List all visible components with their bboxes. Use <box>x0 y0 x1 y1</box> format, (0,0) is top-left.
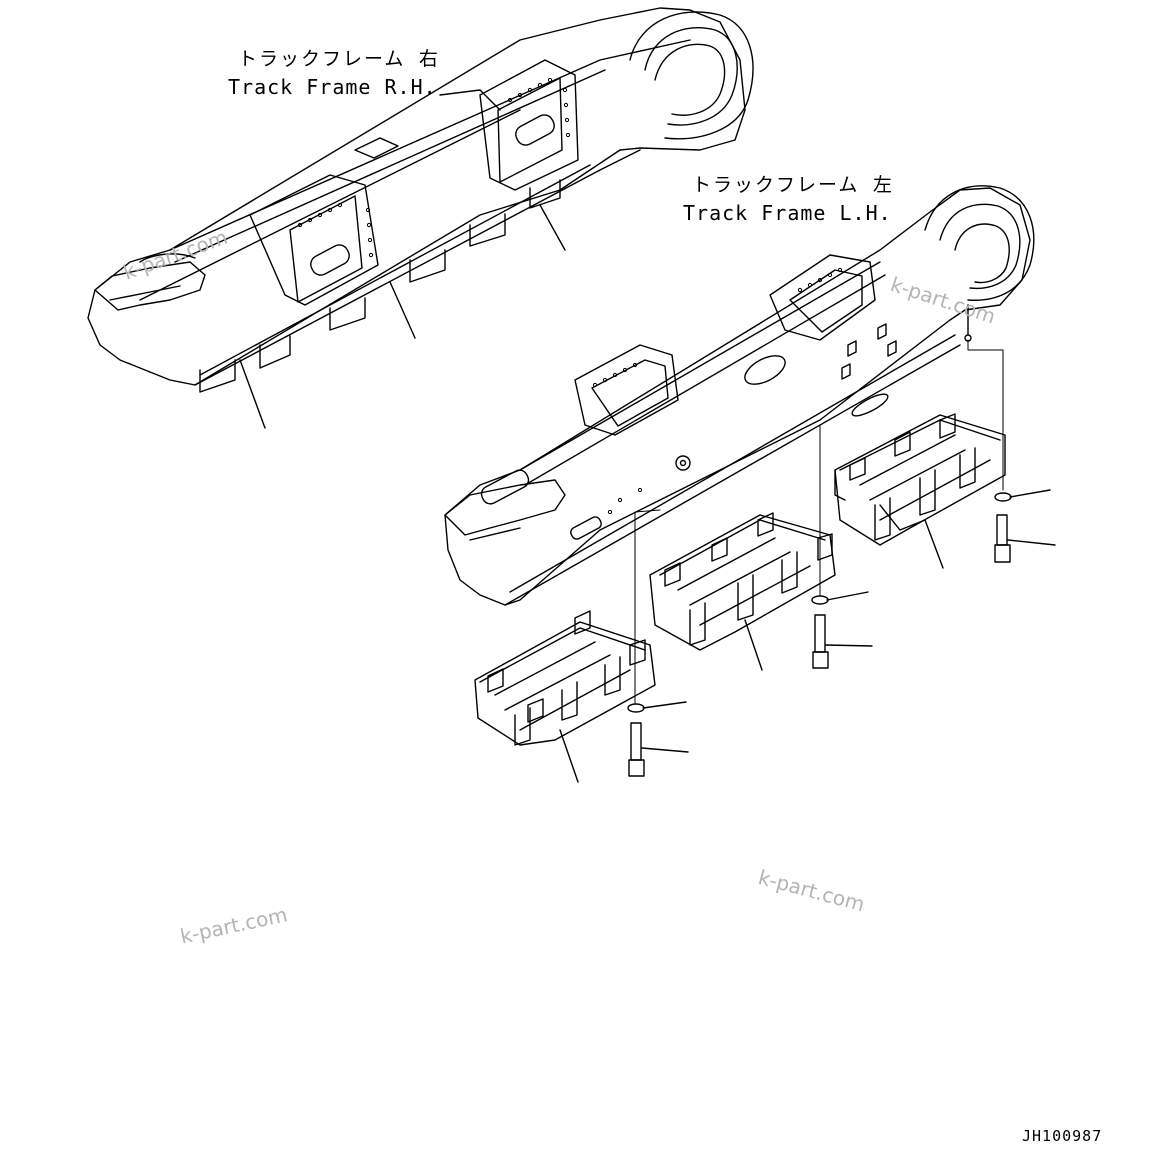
left-frame-label-jp: トラックフレーム 左 <box>692 174 894 196</box>
track-frame-lh <box>444 185 1035 606</box>
track-guard-rear <box>834 413 1006 569</box>
bolt-set-rear <box>967 339 1056 563</box>
track-frame-rh <box>87 7 754 429</box>
bolt-set-middle <box>811 424 873 669</box>
right-frame-label-en: Track Frame R.H. <box>228 75 437 99</box>
left-frame-label-en: Track Frame L.H. <box>683 201 892 225</box>
right-frame-label-jp: トラックフレーム 右 <box>238 48 440 70</box>
track-guard-middle <box>649 512 836 671</box>
track-guard-front <box>474 610 656 783</box>
bolt-set-front <box>627 509 689 777</box>
drawing-code: JH100987 <box>1022 1127 1103 1145</box>
